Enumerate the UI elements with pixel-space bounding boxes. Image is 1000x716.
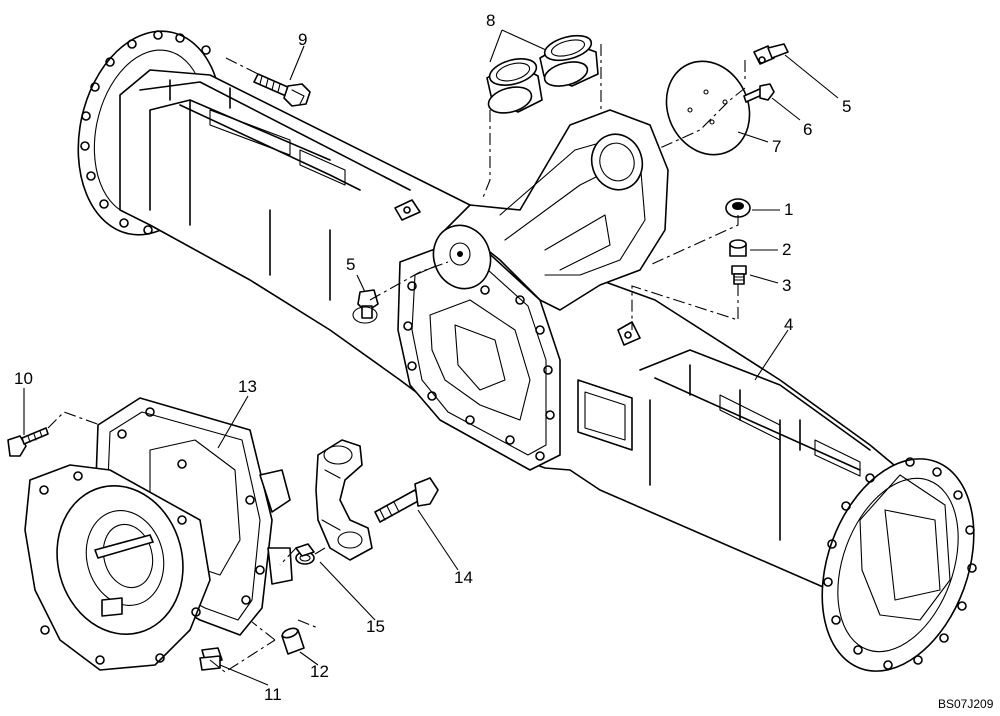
leader-lines xyxy=(23,29,839,686)
bolt-part-14 xyxy=(374,477,439,523)
label-part-1: 1 xyxy=(784,200,793,219)
label-part-6: 6 xyxy=(803,120,812,139)
bearing-cap-part-14 xyxy=(315,439,373,561)
plug-part-3 xyxy=(731,265,747,285)
label-part-13: 13 xyxy=(238,377,257,396)
plug-part-11 xyxy=(199,647,223,671)
label-part-7: 7 xyxy=(772,137,781,156)
label-part-5-top: 5 xyxy=(842,97,851,116)
label-part-10: 10 xyxy=(14,369,33,388)
callout-labels: 1 2 3 4 5 5 6 7 8 9 10 11 12 13 14 15 BS… xyxy=(14,11,994,711)
label-part-11: 11 xyxy=(264,685,282,704)
cap-part-2 xyxy=(729,239,747,257)
dowel-part-12 xyxy=(281,627,305,655)
housing-front-flange xyxy=(24,464,211,671)
grease-fitting-part-5-left xyxy=(352,289,379,324)
cover-plate-part-7 xyxy=(665,60,751,156)
label-part-3: 3 xyxy=(782,276,791,295)
plug-part-1 xyxy=(725,198,751,218)
bolt-part-6 xyxy=(743,83,775,103)
bolt-part-10 xyxy=(7,427,49,457)
label-part-8: 8 xyxy=(486,11,495,30)
label-part-4: 4 xyxy=(784,315,793,334)
label-part-15: 15 xyxy=(366,617,385,636)
label-part-5-left: 5 xyxy=(346,255,355,274)
label-part-9: 9 xyxy=(298,30,307,49)
grease-fitting-part-5-top xyxy=(753,43,789,65)
label-part-14: 14 xyxy=(454,568,473,587)
drawing-code: BS07J209 xyxy=(938,697,994,711)
spacer-part-15 xyxy=(295,543,315,565)
bolt-part-9 xyxy=(253,73,311,107)
alignment-lines xyxy=(47,44,746,673)
bushings-part-8 xyxy=(486,34,599,114)
label-part-2: 2 xyxy=(782,240,791,259)
label-part-12: 12 xyxy=(310,662,329,681)
axle-housing xyxy=(119,69,901,591)
right-axle-flange xyxy=(821,457,977,672)
